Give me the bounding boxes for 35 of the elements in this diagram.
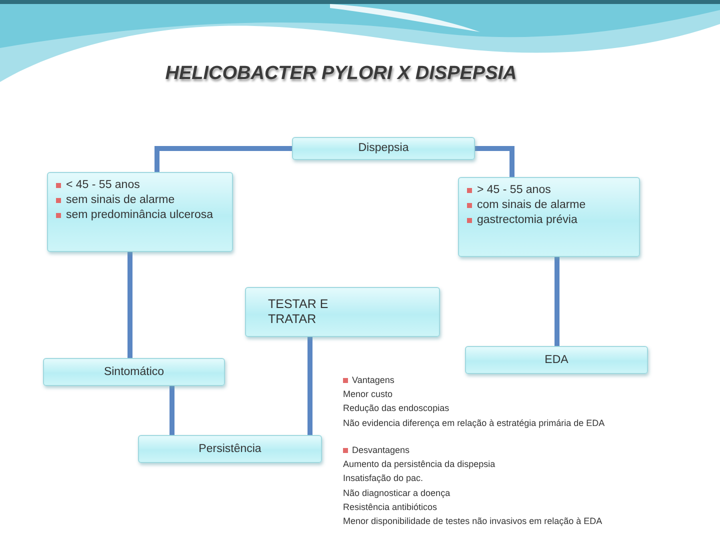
note-text: Insatisfação do pac. [343,473,424,484]
connector-line [308,337,312,435]
note-text: Não evidencia diferença em relação à estratégia primária de EDA [343,418,605,429]
box-label: Sintomático [104,364,164,380]
connector-line [475,146,514,177]
box-label: Persistência [198,442,262,456]
process-box [292,137,475,160]
process-box [458,177,640,257]
process-box [138,435,322,463]
bullet-text: sem sinais de alarme [66,193,176,208]
bullet-text: sem predominância ulcerosa [66,208,214,223]
connector-line [128,252,132,358]
note-text: Aumento da persistência da dispepsia [343,459,496,470]
note-text: Menor disponibilidade de testes não invasivos em relação à EDA [343,516,602,528]
bullet-text: < 45 - 55 anos [66,178,141,193]
process-box [47,172,233,252]
diagram-title: HELICOBACTER PYLORI X DISPEPSIA [164,63,518,85]
process-box [465,346,648,374]
note-text: Vantagens [352,374,394,386]
process-box [245,287,440,337]
connector-line [554,257,560,346]
bullet-text: gastrectomia prévia [477,213,578,228]
connector-line [154,146,292,172]
process-box [43,358,225,386]
box-label: Dispepsia [358,141,409,156]
note-text: Menor custo [343,388,393,400]
box-label: EDA [544,352,568,368]
note-text: Desvantagens [352,444,410,456]
bullet-text: > 45 - 55 anos [477,183,552,198]
box-label: TESTAR E TRATAR [268,297,330,327]
note-text: Resistência antibióticos [343,502,438,514]
note-text: Não diagnosticar a doença [343,488,450,499]
bullet-text: com sinais de alarme [477,198,587,213]
connector-line [170,386,174,435]
note-text: Redução das endoscopias [343,403,450,414]
